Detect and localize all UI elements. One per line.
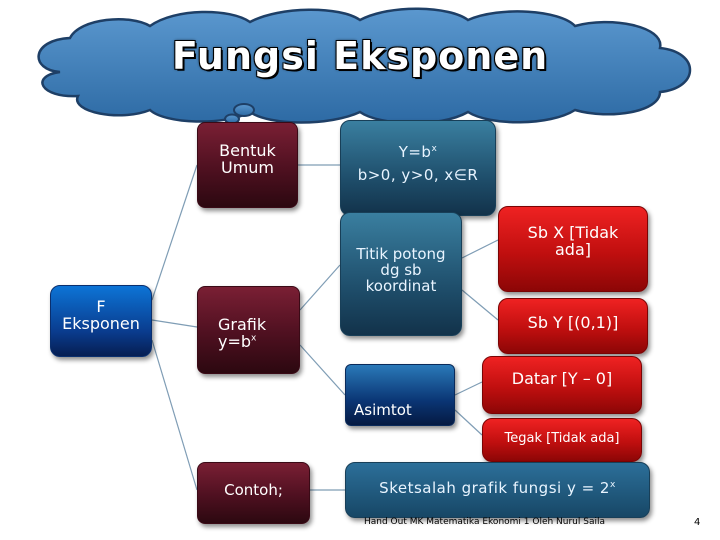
node-datar: Datar [Y – 0] <box>482 356 642 414</box>
grafik-formula: y=bx <box>218 331 257 351</box>
node-titik-potong: Titik potong dg sb koordinat <box>340 212 462 336</box>
node-grafik: Grafik y=bx <box>197 286 300 374</box>
sketsa-text: Sketsalah grafik fungsi y = 2 <box>379 479 610 497</box>
node-sb-y: Sb Y [(0,1)] <box>498 298 648 354</box>
page-title: Fungsi Eksponen <box>171 34 549 78</box>
node-sketsa: Sketsalah grafik fungsi y = 2x <box>345 462 650 518</box>
formula-line-1: Y=bx <box>398 143 438 161</box>
page-number: 4 <box>694 517 701 528</box>
node-asimtot: Asimtot <box>345 364 455 426</box>
footer-text: Hand Out MK Matematika Ekonomi 1 Oleh Nu… <box>364 517 605 527</box>
node-contoh: Contoh; <box>197 462 310 524</box>
node-bentuk-umum-formula: Y=bx b>0, y>0, x∈R <box>340 120 496 216</box>
node-sb-x: Sb X [Tidak ada] <box>498 206 648 292</box>
title-cloud <box>37 7 692 130</box>
grafik-label: Grafik <box>218 315 267 334</box>
node-tegak: Tegak [Tidak ada] <box>482 418 642 462</box>
root-node-f-eksponen: F Eksponen <box>50 285 152 357</box>
node-bentuk-umum: Bentuk Umum <box>197 122 298 208</box>
formula-line-2: b>0, y>0, x∈R <box>357 165 479 184</box>
